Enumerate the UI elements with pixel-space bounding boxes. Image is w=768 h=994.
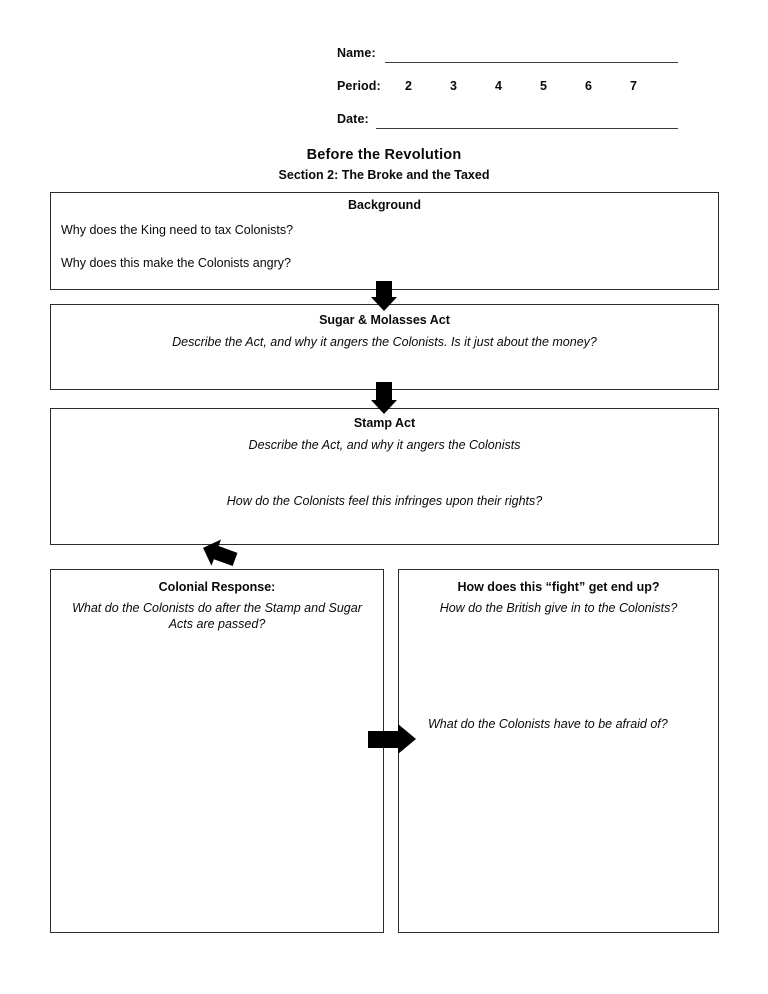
panel-colonial-heading: Colonial Response: (158, 580, 276, 594)
name-input-rule[interactable] (385, 62, 678, 63)
arrow-head (371, 297, 397, 311)
period-option-3[interactable]: 3 (450, 79, 457, 93)
panel-stamp-prompt-1: Describe the Act, and why it angers the … (248, 437, 521, 452)
period-label: Period: (337, 79, 381, 93)
arrow-head (371, 400, 397, 414)
down-arrow-icon-sugar-to-stamp (371, 382, 397, 414)
name-field-row: Name: (0, 44, 768, 77)
panel-colonial-prompt: What do the Colonists do after the Stamp… (72, 600, 362, 631)
panel-sugar-molasses-act: Sugar & Molasses Act Describe the Act, a… (50, 304, 719, 390)
period-option-5[interactable]: 5 (540, 79, 547, 93)
period-option-6[interactable]: 6 (585, 79, 592, 93)
arrow-shaft (376, 382, 392, 400)
period-field-row: Period: 2 3 4 5 6 7 (0, 77, 768, 110)
panel-background-question-1: Why does the King need to tax Colonists? (61, 222, 294, 237)
panel-background-heading: Background (348, 198, 421, 212)
date-input-rule[interactable] (376, 128, 678, 129)
panel-sugar-prompt: Describe the Act, and why it angers the … (172, 334, 597, 349)
name-label: Name: (337, 46, 376, 60)
period-option-2[interactable]: 2 (405, 79, 412, 93)
period-option-4[interactable]: 4 (495, 79, 502, 93)
panel-fight-heading: How does this “fight” get end up? (457, 580, 660, 594)
page-subtitle: Section 2: The Broke and the Taxed (278, 168, 490, 182)
panel-colonial-response: Colonial Response: What do the Colonists… (50, 569, 384, 933)
panel-fight-outcome: How does this “fight” get end up? How do… (398, 569, 719, 933)
date-label: Date: (337, 112, 369, 126)
arrow-shaft (368, 730, 398, 748)
down-arrow-icon-background-to-sugar (371, 281, 397, 311)
arrow-head (398, 724, 416, 754)
date-field-row: Date: (0, 110, 768, 143)
panel-stamp-prompt-2: How do the Colonists feel this infringes… (226, 493, 543, 508)
right-arrow-icon-colonial-to-fight (368, 723, 416, 755)
arrow-shaft (376, 281, 392, 297)
period-option-7[interactable]: 7 (630, 79, 637, 93)
panel-sugar-heading: Sugar & Molasses Act (319, 313, 450, 327)
panel-fight-prompt-2: What do the Colonists have to be afraid … (428, 716, 668, 731)
panel-stamp-act: Stamp Act Describe the Act, and why it a… (50, 408, 719, 545)
panel-stamp-heading: Stamp Act (353, 416, 416, 430)
period-options: 2 3 4 5 6 7 (405, 79, 675, 93)
bent-down-left-arrow-icon-stamp-to-colonial (198, 536, 242, 572)
panel-background-question-2: Why does this make the Colonists angry? (61, 255, 291, 270)
panel-background: Background Why does the King need to tax… (50, 192, 719, 290)
header-fields: Name: Period: 2 3 4 5 6 7 Date: (0, 44, 768, 143)
panel-fight-prompt-1: How do the British give in to the Coloni… (439, 600, 678, 615)
page-title: Before the Revolution (306, 147, 462, 163)
